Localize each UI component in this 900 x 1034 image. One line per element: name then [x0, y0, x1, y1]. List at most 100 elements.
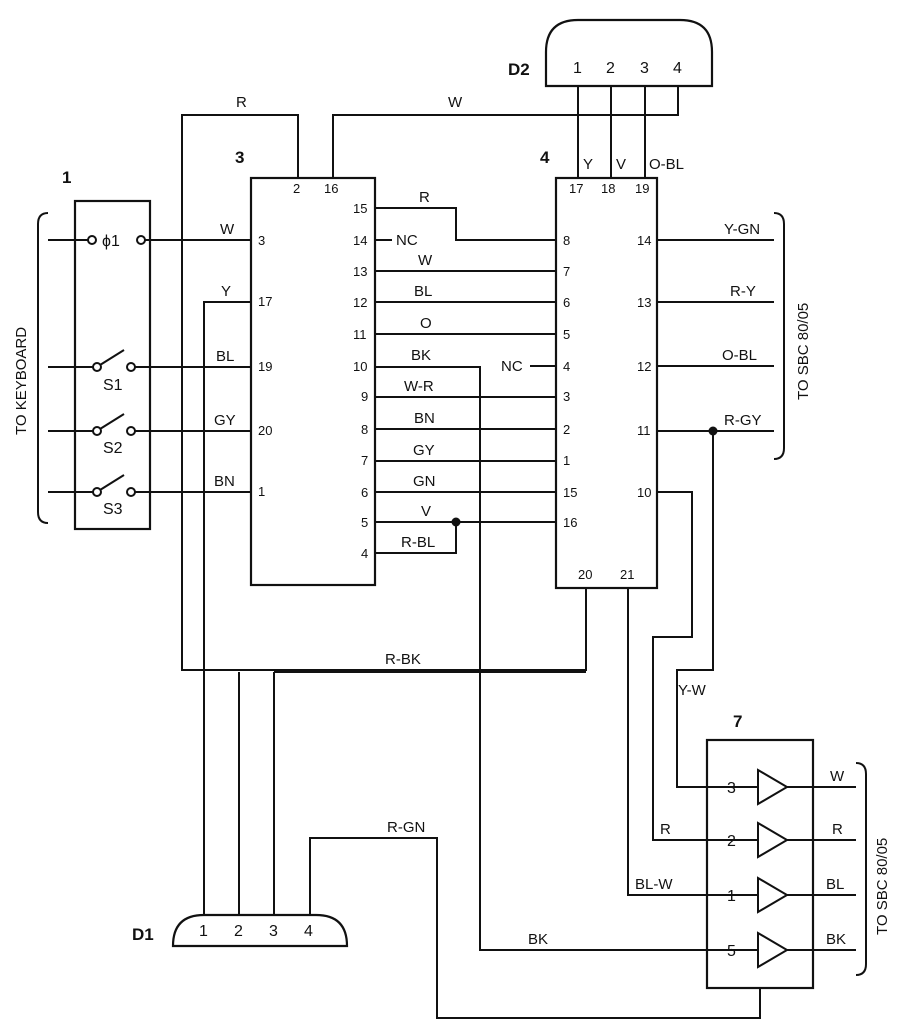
wire-label: Y-GN — [724, 221, 760, 238]
ic4-pin: 3 — [563, 389, 570, 404]
wire-label: V — [421, 503, 431, 520]
switch-phi1-label: ϕ1 — [102, 233, 120, 250]
ic4-pin: 8 — [563, 233, 570, 248]
wire-label: Y — [221, 283, 231, 300]
switch-s1-label: S1 — [103, 377, 123, 394]
ic3-pin: 8 — [361, 422, 368, 437]
ic4-pin: 7 — [563, 264, 570, 279]
ic3-pin: 20 — [258, 423, 272, 438]
d2-pin-3: 3 — [640, 60, 649, 77]
wire-label: R-Y — [730, 283, 756, 300]
wire-label: O — [420, 315, 432, 332]
d2-pin-2: 2 — [606, 60, 615, 77]
connector-block-4 — [554, 176, 659, 590]
connector-block-3 — [249, 176, 377, 587]
wire-label: R — [236, 94, 247, 111]
wire-label: W — [448, 94, 463, 111]
ic4-pin: 15 — [563, 485, 577, 500]
wire-label: R-GN — [387, 819, 425, 836]
ic4-pin: 10 — [637, 485, 651, 500]
label-component-3: 3 — [235, 148, 244, 167]
d2-pin-1: 1 — [573, 60, 582, 77]
wire-label: BL — [414, 283, 432, 300]
ic4-pin: 13 — [637, 295, 651, 310]
wire-label: V — [616, 156, 626, 173]
label-component-1: 1 — [62, 168, 71, 187]
ic4-pin: 21 — [620, 567, 634, 582]
wire-label: NC — [396, 232, 418, 249]
ic3-pin: 14 — [353, 233, 367, 248]
to-sbc-label-top: TO SBC 80/05 — [795, 303, 812, 400]
ic3-pin: 5 — [361, 515, 368, 530]
wire-label: R — [419, 189, 430, 206]
sbc-bracket-bottom — [855, 762, 867, 976]
switch-s3-label: S3 — [103, 501, 123, 518]
ic4-pin: 14 — [637, 233, 651, 248]
wire-label: R — [832, 821, 843, 838]
ic3-pin: 12 — [353, 295, 367, 310]
label-d1: D1 — [132, 925, 154, 944]
ic4-pin: 4 — [563, 359, 570, 374]
ic4-pin: 12 — [637, 359, 651, 374]
to-keyboard-label: TO KEYBOARD — [13, 327, 30, 435]
ic3-pin: 2 — [293, 181, 300, 196]
wire-label: BK — [411, 347, 431, 364]
wire-label: W — [418, 252, 433, 269]
ic3-pin: 17 — [258, 294, 272, 309]
wire-label: R-BL — [401, 534, 435, 551]
d1-pin-3: 3 — [269, 923, 278, 940]
wire-label: O-BL — [649, 156, 684, 173]
wire-label: GN — [413, 473, 436, 490]
d1-pin-1: 1 — [199, 923, 208, 940]
ic4-pin: 11 — [637, 423, 651, 438]
ic4-pin: 2 — [563, 422, 570, 437]
sbc-bracket-top — [773, 212, 785, 460]
connector-d1 — [171, 913, 349, 948]
label-d2: D2 — [508, 60, 530, 79]
buffer-pin: 3 — [727, 780, 736, 797]
ic3-pin: 7 — [361, 453, 368, 468]
wire-label: R-BK — [385, 651, 421, 668]
wire-label: BL — [826, 876, 844, 893]
wire-label: Y-W — [678, 682, 707, 699]
ic3-pin: 6 — [361, 485, 368, 500]
wire-label: GY — [413, 442, 435, 459]
ic3-pin: 3 — [258, 233, 265, 248]
wire-label: GY — [214, 412, 236, 429]
d1-pin-4: 4 — [304, 923, 313, 940]
wire-label: W-R — [404, 378, 434, 395]
switch-panel — [73, 199, 152, 531]
switch-s2-label: S2 — [103, 440, 123, 457]
wire-label: BL-W — [635, 876, 673, 893]
buffer-pin: 5 — [727, 943, 736, 960]
wire-label: BN — [414, 410, 435, 427]
to-sbc-label-bottom: TO SBC 80/05 — [874, 838, 891, 935]
ic4-pin: 17 — [569, 181, 583, 196]
ic3-pin: 1 — [258, 484, 265, 499]
d1-pin-2: 2 — [234, 923, 243, 940]
ic3-pin: 10 — [353, 359, 367, 374]
d2-pin-4: 4 — [673, 60, 682, 77]
buffers — [707, 768, 789, 969]
ic3-pin: 9 — [361, 389, 368, 404]
wire-label: BN — [214, 473, 235, 490]
ic4-pin: 19 — [635, 181, 649, 196]
wire-label: W — [830, 768, 845, 785]
ic4-pin: 18 — [601, 181, 615, 196]
keyboard-bracket — [37, 212, 49, 524]
wire-label: BL — [216, 348, 234, 365]
wire-label: Y — [583, 156, 593, 173]
wires — [48, 86, 856, 1019]
wire-label: W — [220, 221, 235, 238]
wire-label: BK — [826, 931, 846, 948]
label-component-7: 7 — [733, 712, 742, 731]
buffer-pin: 2 — [727, 833, 736, 850]
wire-label: R-GY — [724, 412, 762, 429]
wire-label: R — [660, 821, 671, 838]
ic3-pin: 19 — [258, 359, 272, 374]
ic3-pin: 15 — [353, 201, 367, 216]
ic4-pin: 5 — [563, 327, 570, 342]
label-component-4: 4 — [540, 148, 550, 167]
ic4-pin: 6 — [563, 295, 570, 310]
